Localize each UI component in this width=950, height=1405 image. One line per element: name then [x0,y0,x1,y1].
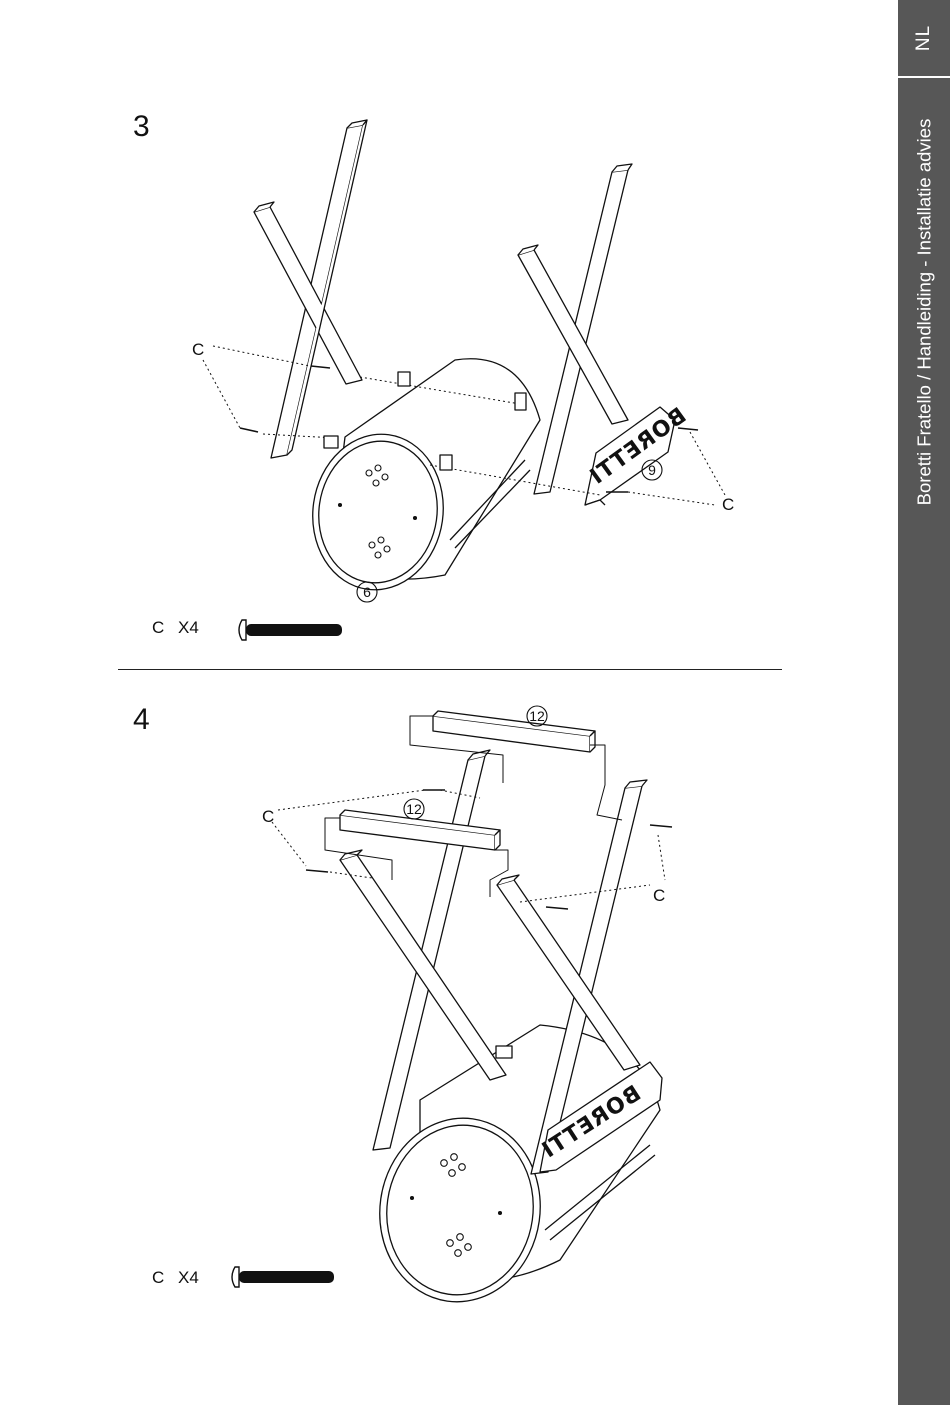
part-callout-12-middle: 12 [406,801,422,817]
language-label: NL [913,25,935,51]
language-tab: NL [898,0,950,76]
sidebar-title: Boretti Fratello / Handleiding - Install… [913,119,935,506]
screw-label-c-right-step4: C [653,886,665,905]
step-4-diagram: BORETTI 12 12 C C C X4 [0,0,898,1405]
screw-label-c-left-step4: C [262,807,274,826]
sidebar-title-box: Boretti Fratello / Handleiding - Install… [898,82,950,542]
sidebar: NL Boretti Fratello / Handleiding - Inst… [898,0,950,1405]
crossbar-12-top [433,711,595,752]
screw-legend-icon-step4 [232,1267,334,1287]
legend-quantity-step4: X4 [178,1268,199,1287]
legend-screw-label-step4: C [152,1268,164,1287]
part-callout-12-top: 12 [529,708,545,724]
drum-body-step4 [368,1025,660,1312]
sidebar-divider [898,76,950,78]
